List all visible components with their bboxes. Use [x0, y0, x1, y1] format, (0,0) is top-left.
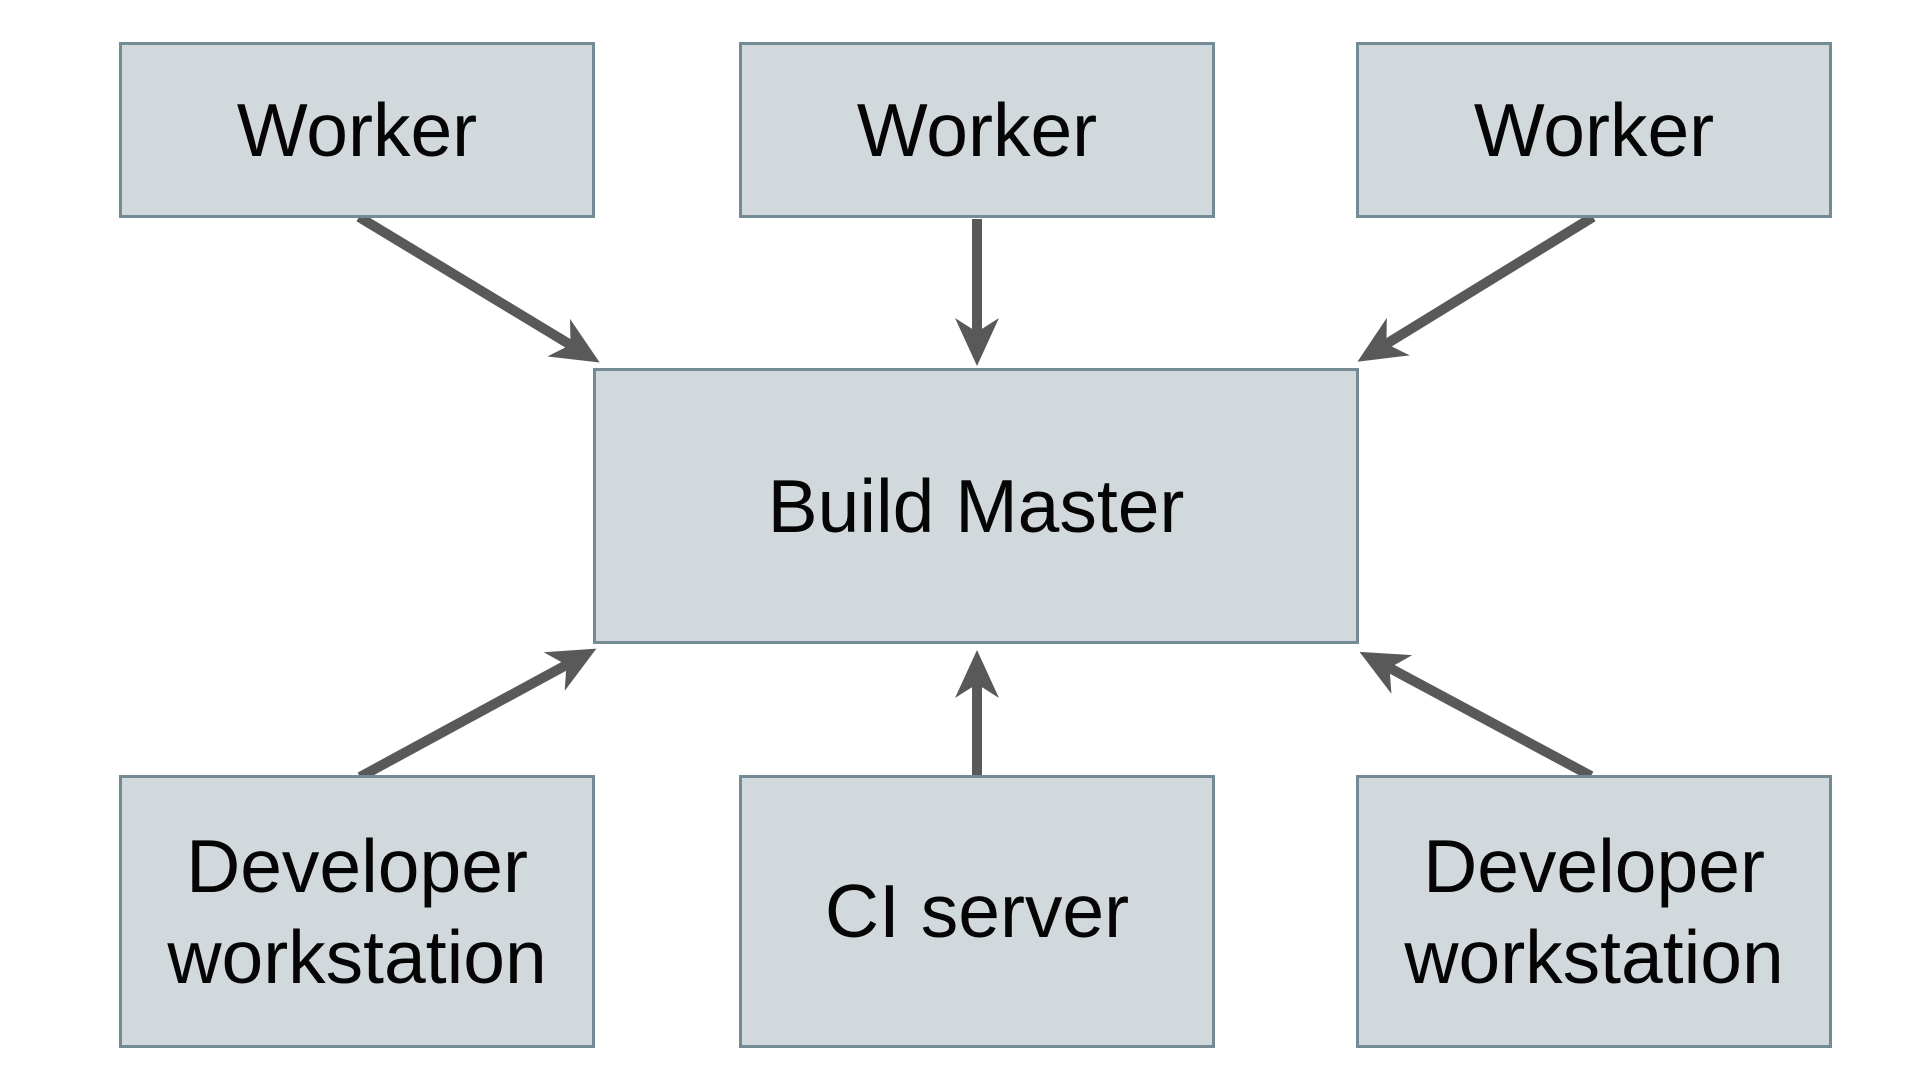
- node-ci-server-label: CI server: [824, 869, 1130, 954]
- node-worker-3: Worker: [1356, 42, 1832, 218]
- node-build-master: Build Master: [593, 368, 1359, 644]
- node-worker-3-label: Worker: [1473, 87, 1715, 172]
- arrow-worker1-to-buildmaster: [356, 212, 600, 363]
- node-worker-1-label: Worker: [236, 87, 478, 172]
- node-developer-workstation-right-label: Developer workstation: [1404, 823, 1784, 999]
- arrow-worker3-to-buildmaster: [1357, 212, 1596, 362]
- arrow-devleft-to-buildmaster: [357, 648, 597, 782]
- arrow-devright-to-buildmaster: [1359, 651, 1594, 781]
- node-worker-2: Worker: [739, 42, 1215, 218]
- node-developer-workstation-left-label: Developer workstation: [167, 823, 547, 999]
- node-worker-2-label: Worker: [856, 87, 1098, 172]
- node-developer-workstation-right: Developer workstation: [1356, 775, 1832, 1048]
- node-developer-workstation-left: Developer workstation: [119, 775, 595, 1048]
- node-worker-1: Worker: [119, 42, 595, 218]
- node-build-master-label: Build Master: [767, 463, 1185, 548]
- node-ci-server: CI server: [739, 775, 1215, 1048]
